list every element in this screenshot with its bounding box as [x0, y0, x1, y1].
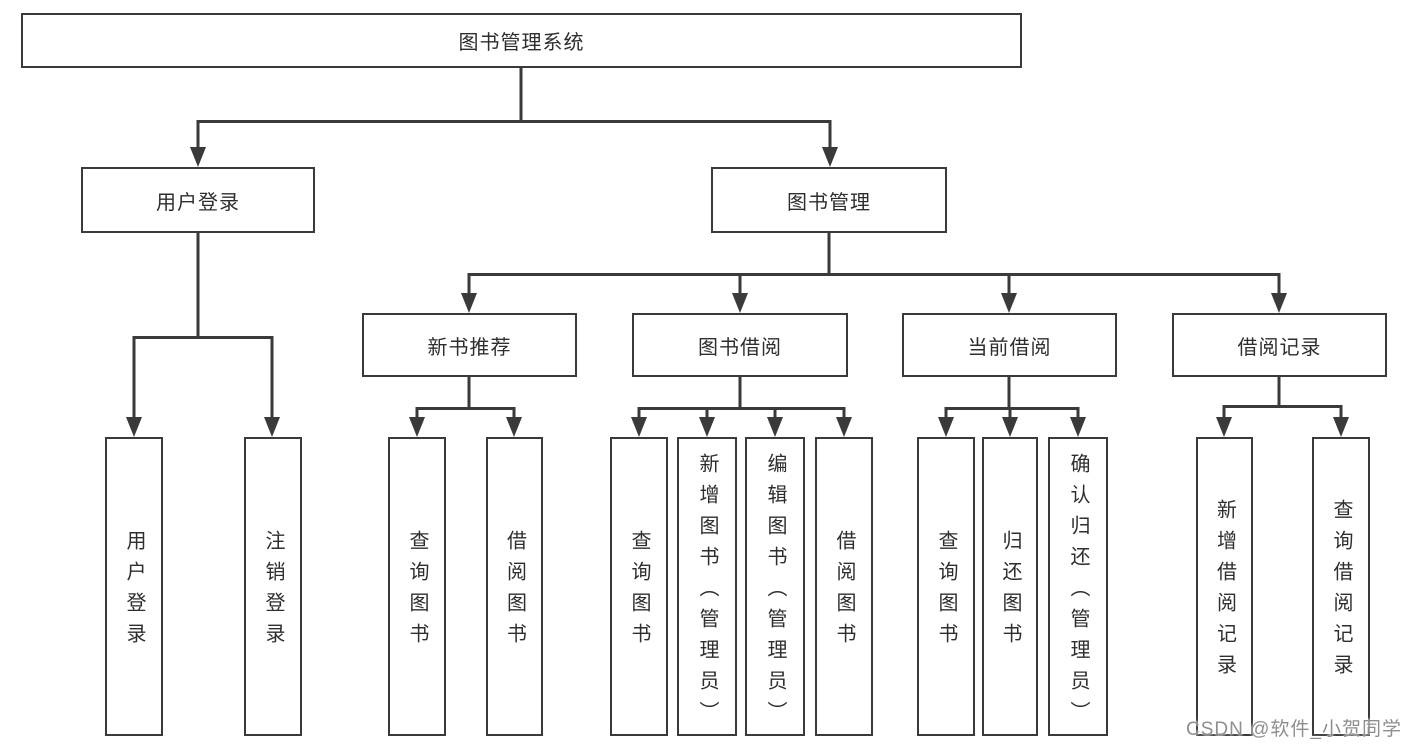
leaf-logout: 注销登录 — [244, 437, 302, 736]
node-label: 借阅记录 — [1237, 336, 1322, 359]
leaf-query-books-current: 查询图书 — [917, 437, 975, 736]
leaf-add-book-admin: 新增图书（管理员） — [677, 437, 737, 736]
leaf-user-login: 用户登录 — [105, 437, 163, 736]
node-label: 用户登录 — [156, 191, 240, 214]
node-label: 借阅图书 — [503, 530, 526, 654]
node-label: 确认归还（管理员） — [1067, 452, 1089, 732]
leaf-borrow-books-recommend: 借阅图书 — [486, 437, 543, 736]
node-label: 图书借阅 — [698, 336, 782, 359]
leaf-query-books-borrow: 查询图书 — [610, 437, 668, 736]
watermark: CSDN @软件_小贺同学 — [1186, 719, 1402, 740]
node-label: 新增借阅记录 — [1213, 499, 1236, 685]
node-current-borrow: 当前借阅 — [902, 313, 1117, 377]
leaf-query-borrow-record: 查询借阅记录 — [1312, 437, 1370, 736]
node-label: 图书管理 — [787, 191, 871, 214]
node-label: 借阅图书 — [833, 530, 855, 654]
node-label: 查询图书 — [628, 530, 650, 654]
node-label: 注销登录 — [262, 530, 284, 654]
node-label: 查询图书 — [406, 530, 428, 654]
node-label: 新书推荐 — [427, 336, 512, 359]
node-label: 查询图书 — [935, 530, 957, 654]
arrowheads — [126, 147, 1349, 437]
leaf-return-book: 归还图书 — [982, 437, 1038, 736]
node-label: 编辑图书（管理员） — [764, 452, 786, 732]
node-borrow-records: 借阅记录 — [1172, 313, 1387, 377]
node-label: 新增图书（管理员） — [696, 452, 718, 732]
leaf-borrow-books: 借阅图书 — [815, 437, 873, 736]
node-label: 用户登录 — [123, 530, 145, 654]
node-book-management: 图书管理 — [711, 167, 947, 233]
leaf-edit-book-admin: 编辑图书（管理员） — [745, 437, 805, 736]
node-label: 图书管理系统 — [458, 32, 585, 54]
node-label: 当前借阅 — [967, 336, 1052, 359]
leaf-query-books-recommend: 查询图书 — [388, 437, 446, 736]
node-label: 查询借阅记录 — [1330, 499, 1352, 685]
leaf-add-borrow-record: 新增借阅记录 — [1196, 437, 1253, 736]
node-user-login: 用户登录 — [81, 167, 315, 233]
leaf-confirm-return-admin: 确认归还（管理员） — [1048, 437, 1108, 736]
node-root: 图书管理系统 — [21, 13, 1022, 68]
node-new-book-recommend: 新书推荐 — [362, 313, 577, 377]
node-label: 归还图书 — [999, 530, 1021, 654]
node-book-borrow: 图书借阅 — [632, 313, 848, 377]
